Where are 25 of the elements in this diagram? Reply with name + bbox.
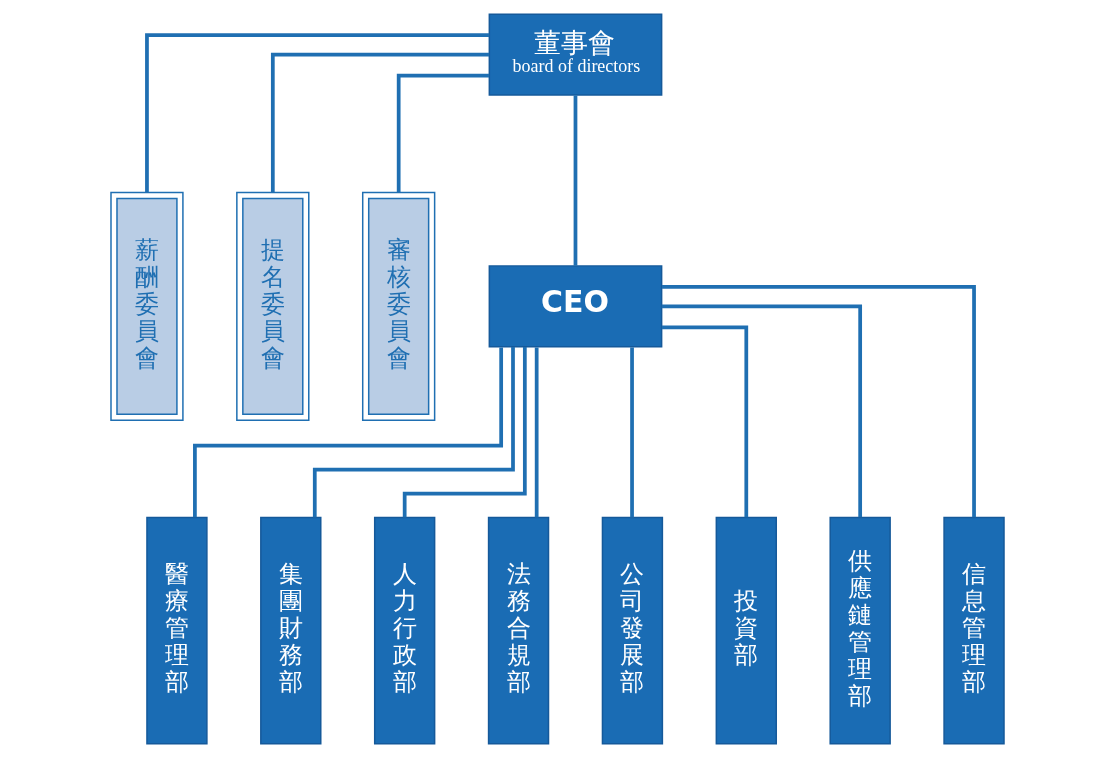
connector: [630, 347, 634, 518]
node-box: 信息管理部: [943, 516, 1005, 745]
connector: [661, 304, 863, 518]
node-box: 集團財務部: [260, 516, 322, 745]
node-box: 投資部: [715, 516, 777, 745]
connector: [573, 95, 578, 266]
node-box: 人力行政部: [373, 516, 436, 745]
node-box: 醫療管理部: [146, 516, 208, 745]
connector: [534, 347, 539, 518]
node-box: 董事會 board of directors: [488, 13, 663, 96]
connector: [312, 347, 515, 518]
node-box: 提名委員會: [236, 191, 310, 421]
connector: [193, 347, 504, 518]
node-box: 公司發展部: [601, 516, 664, 745]
connector: [661, 284, 976, 518]
connector: [396, 73, 490, 193]
node-box: 審核委員會: [361, 191, 436, 421]
node-box: CEO: [488, 265, 663, 348]
connector: [661, 325, 749, 518]
connector: [270, 52, 490, 193]
connector: [402, 346, 527, 518]
node-box: 法務合規部: [487, 516, 550, 745]
node-box: 供應鏈管理部: [829, 516, 891, 745]
connector: [145, 33, 490, 193]
node-box: 薪酬委員會: [110, 191, 184, 421]
